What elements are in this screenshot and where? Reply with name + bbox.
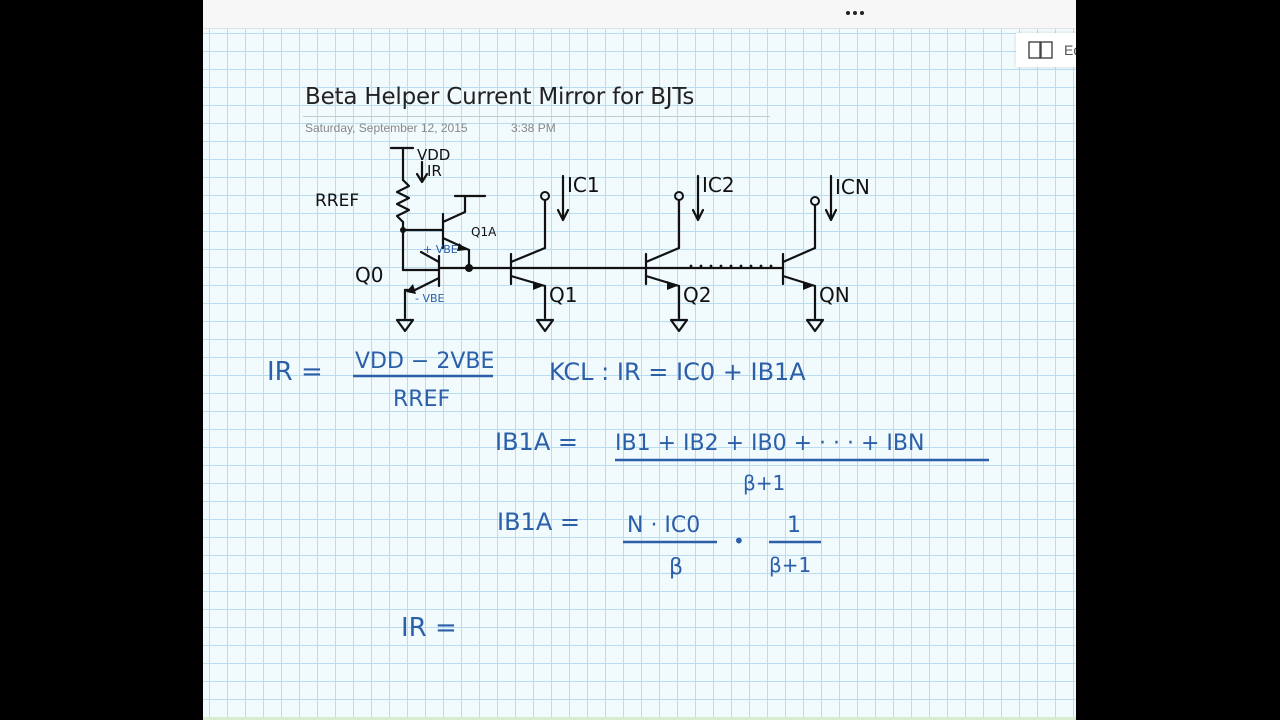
q0-label: Q0 <box>355 263 383 287</box>
more-horizontal-icon <box>846 11 864 15</box>
circuit-markers <box>400 191 820 294</box>
ic1-label: IC1 <box>567 173 600 197</box>
bottom-edge <box>203 717 1076 720</box>
eq4-lhs: IR = <box>401 613 457 643</box>
eq3-denominator: β <box>669 555 683 580</box>
eq2-lhs: IB1A = <box>495 428 578 456</box>
page-title[interactable]: Beta Helper Current Mirror for BJTs <box>305 84 695 110</box>
q2-label: Q2 <box>683 283 711 307</box>
icn-label: ICN <box>835 175 870 199</box>
circuit-schematic <box>389 146 838 333</box>
q1-label: Q1 <box>549 283 577 307</box>
eq3-frac2-denominator: β+1 <box>769 553 811 577</box>
eq3-multiply-dot: • <box>733 529 745 553</box>
page-date: Saturday, September 12, 2015 <box>305 121 468 135</box>
q1a-label: Q1A <box>471 225 497 239</box>
handwritten-ink-layer: VDD IR RREF Q1A Q0 + VBE - VBE IC1 Q1 IC… <box>267 146 989 643</box>
eq2-denominator: β+1 <box>743 471 785 495</box>
eq2-numerator: IB1 + IB2 + IB0 + · · · + IBN <box>615 431 924 456</box>
note-canvas[interactable] <box>203 29 1076 720</box>
eq1-denominator: RREF <box>393 387 450 412</box>
qn-label: QN <box>819 283 850 307</box>
vbe-bottom-label: - VBE <box>415 292 445 305</box>
edit-chip-label: Ed <box>1064 42 1076 58</box>
eq3-frac2-numerator: 1 <box>787 513 801 538</box>
vbe-top-label: + VBE <box>423 243 458 256</box>
ic2-label: IC2 <box>702 173 735 197</box>
eq3-numerator: N · IC0 <box>627 513 700 538</box>
book-open-icon <box>1028 41 1053 59</box>
equations: IR = VDD − 2VBE RREF KCL : IR = IC0 + IB… <box>267 349 989 643</box>
ir-label: IR <box>427 162 442 180</box>
vdd-label: VDD <box>417 146 450 164</box>
kcl-equation: KCL : IR = IC0 + IB1A <box>549 358 806 386</box>
rref-label: RREF <box>315 191 359 211</box>
title-divider <box>303 116 770 117</box>
onenote-window: Ed Beta Helper Current Mirror for BJTs S… <box>203 0 1076 720</box>
more-options-button[interactable] <box>844 2 866 24</box>
eq1-numerator: VDD − 2VBE <box>355 349 494 374</box>
title-bar <box>203 0 1076 29</box>
edit-chip-button[interactable]: Ed <box>1016 33 1076 67</box>
page-time: 3:38 PM <box>511 121 556 135</box>
circuit-labels: VDD IR RREF Q1A Q0 + VBE - VBE IC1 Q1 IC… <box>315 146 870 307</box>
eq3-lhs: IB1A = <box>497 508 580 536</box>
eq1-lhs: IR = <box>267 357 323 387</box>
